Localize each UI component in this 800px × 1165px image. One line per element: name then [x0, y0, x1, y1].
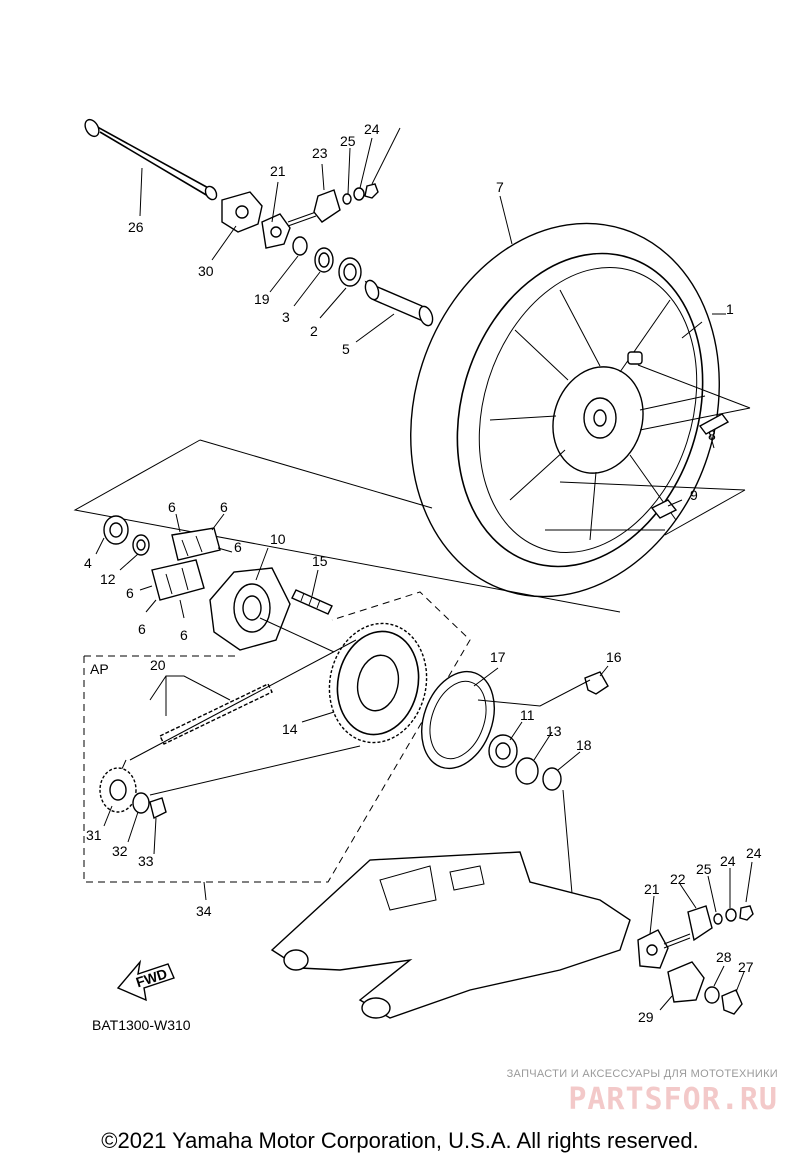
callout-20: 20: [150, 657, 166, 673]
swingarm: [270, 851, 631, 1019]
callout-32: 32: [112, 843, 128, 859]
callout-6f: 6: [180, 627, 188, 643]
callout-17: 17: [490, 649, 506, 665]
callout-30: 30: [198, 263, 214, 279]
callout-18: 18: [576, 737, 592, 753]
hub-group-frame: [73, 439, 746, 613]
callout-21b: 21: [644, 881, 660, 897]
tire-valve: [637, 364, 751, 435]
callout-16: 16: [606, 649, 622, 665]
callout-25b: 25: [696, 861, 712, 877]
adjuster-plate-top: [313, 183, 379, 223]
callout-1: 1: [726, 301, 734, 317]
callout-6a: 6: [168, 499, 176, 515]
watermark: ЗАПЧАСТИ И АКСЕССУАРЫ ДЛЯ МОТОТЕХНИКИ PA…: [478, 1068, 778, 1117]
callout-4: 4: [84, 555, 92, 571]
callout-8: 8: [708, 427, 716, 443]
callout-34: 34: [196, 903, 212, 919]
callout-13: 13: [546, 723, 562, 739]
rear-wheel-tire: [410, 222, 720, 598]
callout-3: 3: [282, 309, 290, 325]
sprocket-hub: [209, 567, 291, 651]
sprocket-stud: [291, 589, 333, 615]
drive-chain: [107, 639, 361, 801]
sprocket-cover-group: [421, 670, 609, 906]
callout-6c: 6: [234, 539, 242, 555]
callout-11: 11: [520, 707, 535, 723]
callout-5: 5: [342, 341, 350, 357]
callout-12: 12: [100, 571, 116, 587]
callout-24a: 24: [364, 121, 380, 137]
callout-29: 29: [638, 1009, 654, 1025]
balance-weight: [559, 481, 746, 519]
rear-axle: [84, 118, 218, 201]
callout-31: 31: [86, 827, 102, 843]
copyright-notice: ©2021 Yamaha Motor Corporation, U.S.A. A…: [101, 1128, 699, 1153]
callout-25a: 25: [340, 133, 356, 149]
hub-bearing-left: [103, 515, 150, 556]
watermark-tagline: ЗАПЧАСТИ И АКСЕССУАРЫ ДЛЯ МОТОТЕХНИКИ: [506, 1068, 778, 1080]
callout-19: 19: [254, 291, 270, 307]
callout-33: 33: [138, 853, 154, 869]
callout-6b: 6: [220, 499, 228, 515]
callout-9: 9: [690, 487, 698, 503]
callout-26: 26: [128, 219, 144, 235]
callout-24b: 24: [720, 853, 736, 869]
watermark-brand: PARTSFOR.RU: [568, 1082, 778, 1117]
callout-24c: 24: [746, 845, 762, 861]
ap-dashed-group: [83, 591, 471, 883]
chain-adjuster-right: [637, 905, 754, 1015]
diagram-code: BAT1300-W310: [92, 1017, 191, 1033]
callout-28: 28: [716, 949, 732, 965]
callout-22: 22: [670, 871, 686, 887]
callout-14: 14: [282, 721, 298, 737]
rear-wheel-exploded-diagram: FWD: [73, 118, 762, 1033]
callout-15: 15: [312, 553, 328, 569]
callout-27: 27: [738, 959, 754, 975]
axle-collar-seal-bearing: [292, 236, 434, 327]
leader-lines: [95, 127, 753, 1011]
callout-6d: 6: [126, 585, 134, 601]
callout-21a: 21: [270, 163, 286, 179]
callout-23: 23: [312, 145, 328, 161]
callout-labels: 1 2 3 4 5 6 6 6 6 6 6 7 8 9 10 11 12 13 …: [84, 121, 762, 1033]
callout-10: 10: [270, 531, 286, 547]
ap-label: AP: [90, 661, 109, 677]
hub-dampers: [151, 527, 221, 601]
callout-7: 7: [496, 179, 504, 195]
callout-2: 2: [310, 323, 318, 339]
callout-6e: 6: [138, 621, 146, 637]
front-sprocket-group: [99, 767, 167, 820]
forward-arrow-icon: FWD: [116, 959, 175, 1002]
drive-sprocket: [259, 617, 428, 744]
chain-adjuster-left: [221, 191, 317, 249]
